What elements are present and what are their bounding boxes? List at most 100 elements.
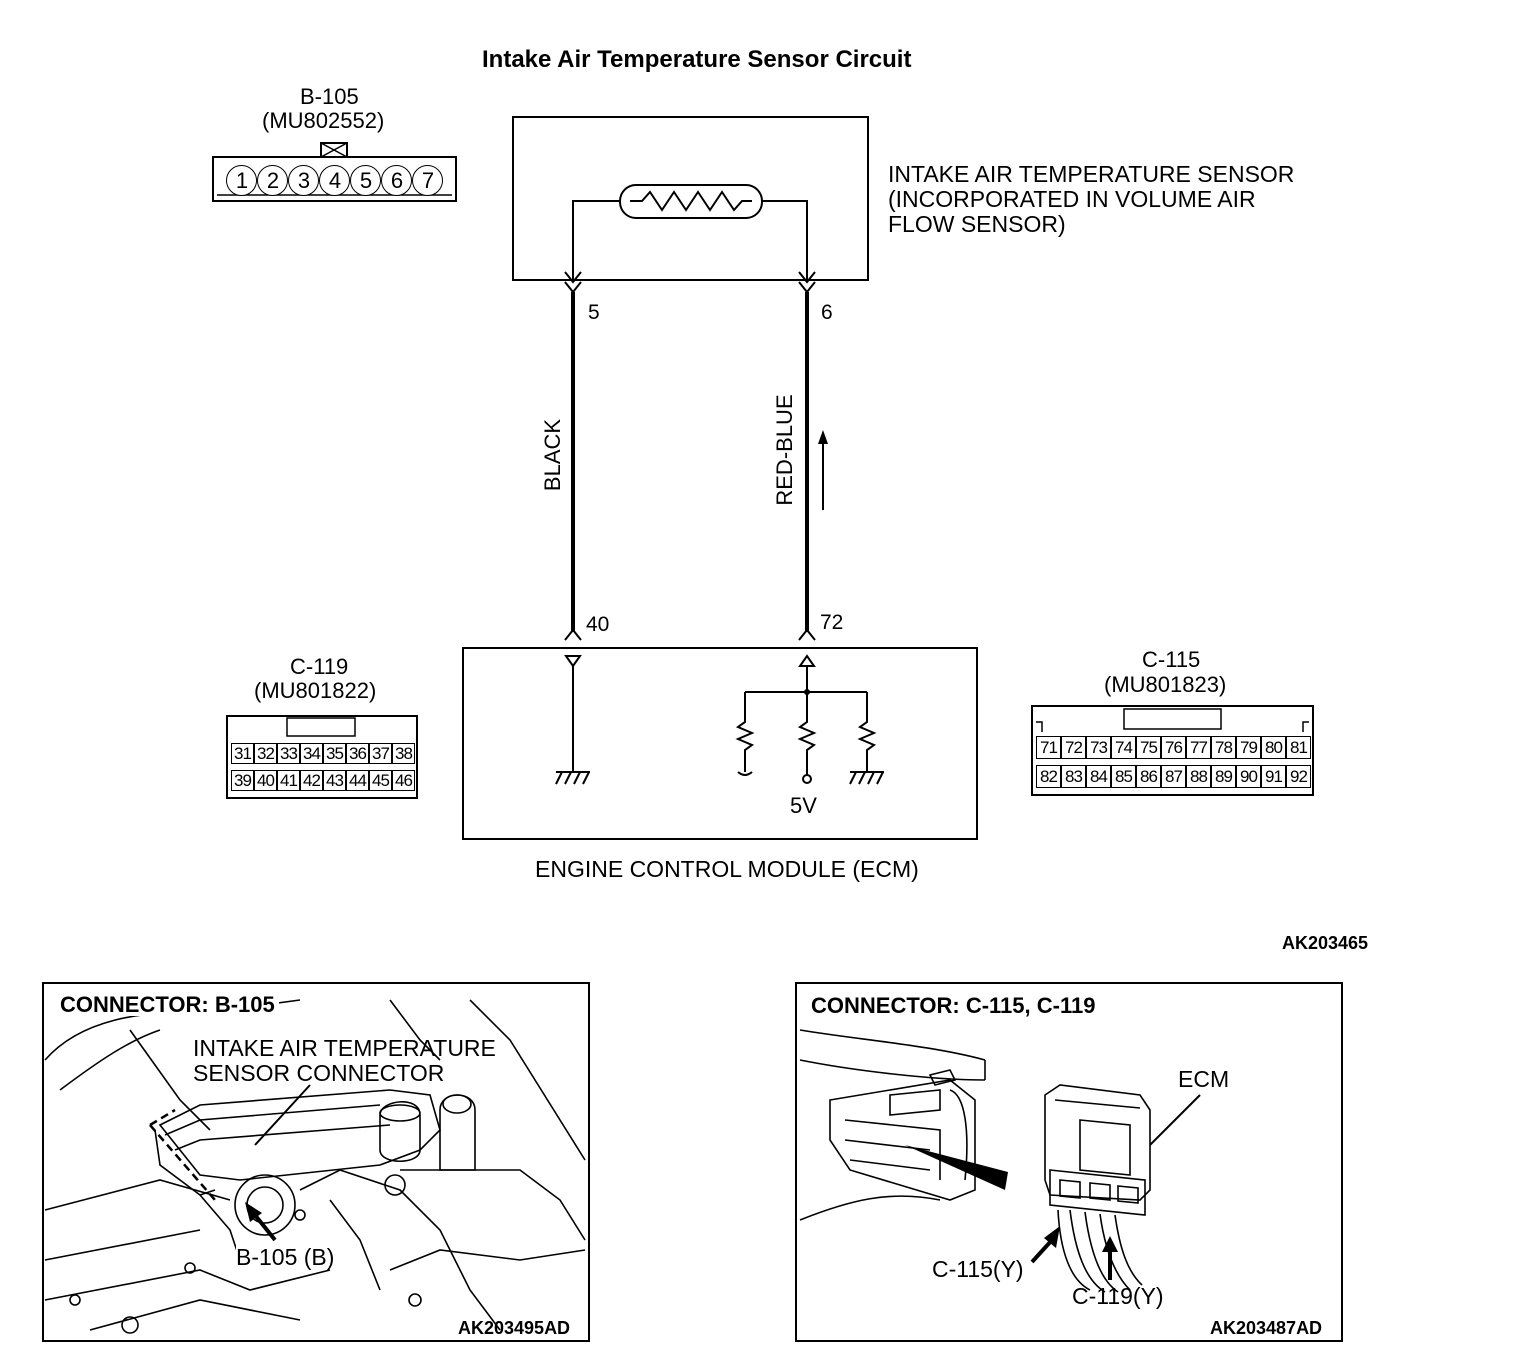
panel-right-heading: CONNECTOR: C-115, C-119	[811, 993, 1096, 1018]
panel-right-code: AK203487AD	[1210, 1318, 1323, 1338]
c119-pin-43: 43	[323, 770, 346, 791]
panel-left-callout: INTAKE AIR TEMPERATURE SENSOR CONNECTOR	[193, 1036, 496, 1086]
wire-label-red-blue: RED-BLUE	[772, 394, 797, 506]
c115-pin-92: 92	[1286, 765, 1311, 788]
c119-pin-44: 44	[346, 770, 369, 791]
c119-pin-39: 39	[231, 770, 254, 791]
terminal-40-chevron	[564, 628, 582, 641]
c115-pin-78: 78	[1211, 736, 1236, 759]
sensor-label-line-1: INTAKE AIR TEMPERATURE SENSOR	[888, 161, 1295, 187]
terminal-5-chevron	[564, 271, 582, 284]
c115-pin-89: 89	[1211, 765, 1236, 788]
dash-ecm-illustration	[799, 1029, 1151, 1293]
ecm-box	[462, 647, 978, 840]
b105-pin-6: 6	[381, 165, 412, 196]
terminal-6-chevron	[798, 271, 816, 284]
b105-pin-3: 3	[288, 165, 319, 196]
c115-pin-77: 77	[1186, 736, 1211, 759]
c115-pointer-arrow	[1030, 1238, 1054, 1264]
b105-pin-7: 7	[412, 165, 443, 196]
c115-pin-91: 91	[1261, 765, 1286, 788]
c115-pin-82: 82	[1036, 765, 1061, 788]
c119-pin-45: 45	[369, 770, 392, 791]
c115-pin-85: 85	[1111, 765, 1136, 788]
c119-pin-36: 36	[346, 743, 369, 764]
c115-pin-83: 83	[1061, 765, 1086, 788]
ecm-pin-40: 40	[586, 613, 610, 636]
panel-left-pointer-label: B-105 (B)	[236, 1244, 335, 1270]
ecm-location-arrow	[905, 1145, 1008, 1190]
terminal-72-chevron	[798, 628, 816, 641]
c119-pin-37: 37	[369, 743, 392, 764]
b105-pin-2: 2	[257, 165, 288, 196]
sensor-label-line-3: FLOW SENSOR)	[888, 211, 1066, 237]
wire-label-black: BLACK	[540, 418, 565, 492]
c119-pin-41: 41	[277, 770, 300, 791]
c115-pin-81: 81	[1286, 736, 1311, 759]
c119-part-number: (MU801822)	[254, 678, 377, 703]
b105-pointer-arrow	[253, 1213, 277, 1242]
sensor-box	[512, 116, 869, 281]
c115-pin-71: 71	[1036, 736, 1061, 759]
supply-terminal	[802, 774, 812, 784]
c119-pin-35: 35	[323, 743, 346, 764]
c115-pin-74: 74	[1111, 736, 1136, 759]
b105-part-number: (MU802552)	[262, 108, 385, 133]
c115-pin-75: 75	[1136, 736, 1161, 759]
c115-pin-80: 80	[1261, 736, 1286, 759]
sensor-label-line-2: (INCORPORATED IN VOLUME AIR	[888, 186, 1256, 212]
c115-pin-73: 73	[1086, 736, 1111, 759]
ecm-pin-72: 72	[820, 611, 844, 634]
b105-latch	[320, 142, 348, 158]
sensor-lead-right	[762, 200, 808, 280]
sensor-pin-5: 5	[588, 301, 600, 324]
c115-pin-76: 76	[1161, 736, 1186, 759]
c115-pin-87: 87	[1161, 765, 1186, 788]
c115-pin-72: 72	[1061, 736, 1086, 759]
panel-left-code: AK203495AD	[458, 1318, 571, 1338]
c119-connector-body	[226, 715, 418, 799]
c119-pin-33: 33	[277, 743, 300, 764]
c119-pin-42: 42	[300, 770, 323, 791]
resistor-a	[735, 692, 755, 772]
sensor-lead-left	[572, 200, 620, 280]
c119-pin-34: 34	[300, 743, 323, 764]
resistor-b	[797, 692, 817, 775]
panel-left-callout-line-2: SENSOR CONNECTOR	[193, 1060, 445, 1086]
panel-right-ecm-label: ECM	[1178, 1066, 1230, 1092]
ecm-leader	[1149, 1094, 1201, 1146]
b105-pin-1: 1	[226, 165, 257, 196]
ecm-supply-voltage: 5V	[790, 793, 817, 818]
c115-part-number: (MU801823)	[1104, 672, 1227, 697]
c119-pin-32: 32	[254, 743, 277, 764]
sensor-label: INTAKE AIR TEMPERATURE SENSOR (INCORPORA…	[888, 162, 1294, 237]
c119-pin-31: 31	[231, 743, 254, 764]
b105-id: B-105	[300, 84, 359, 109]
panel-right-c115-label: C-115(Y)	[932, 1256, 1024, 1282]
callout-leader	[254, 1084, 311, 1146]
c119-id: C-119	[290, 654, 349, 679]
panel-left-frame	[42, 982, 590, 1342]
sensor-pin-6: 6	[821, 301, 833, 324]
resistor-c	[857, 692, 877, 772]
panel-right-c119-label: C-119(Y)	[1072, 1283, 1164, 1309]
b105-pin-5: 5	[350, 165, 381, 196]
b105-pin-4: 4	[319, 165, 350, 196]
c119-pin-40: 40	[254, 770, 277, 791]
c115-id: C-115	[1142, 647, 1201, 672]
panel-left-heading: CONNECTOR: B-105	[60, 994, 279, 1016]
thermistor-resistor	[630, 190, 752, 212]
engine-bay-illustration	[44, 999, 586, 1334]
c115-pin-84: 84	[1086, 765, 1111, 788]
c115-connector-body	[1031, 705, 1314, 796]
c115-pin-86: 86	[1136, 765, 1161, 788]
panel-right-frame	[795, 982, 1343, 1342]
panel-left-callout-line-1: INTAKE AIR TEMPERATURE	[193, 1035, 496, 1061]
c115-pin-88: 88	[1186, 765, 1211, 788]
c119-pin-46: 46	[392, 770, 415, 791]
c119-pin-38: 38	[392, 743, 415, 764]
c115-pin-79: 79	[1236, 736, 1261, 759]
ecm-label: ENGINE CONTROL MODULE (ECM)	[535, 856, 919, 882]
figure-code: AK203465	[1282, 933, 1369, 953]
